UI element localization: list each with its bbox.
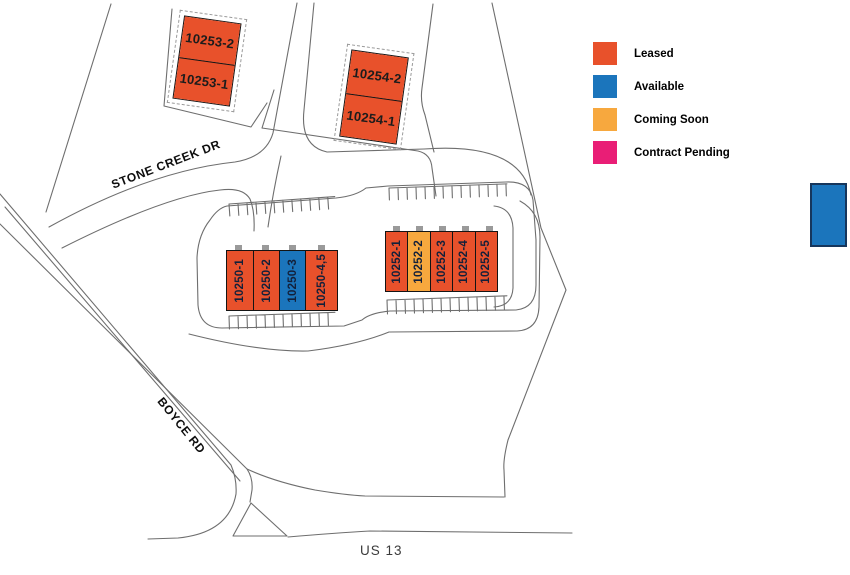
unit-10252-5[interactable]: 10252-5: [474, 232, 498, 291]
unit-10252-1[interactable]: 10252-1: [386, 232, 408, 291]
road-boyce-inner-line: [4, 206, 241, 482]
parking-stalls-ne: [388, 183, 508, 201]
legend-row-available: Available: [593, 75, 730, 98]
unit-10253-1[interactable]: 10253-1: [173, 56, 235, 106]
parking-stalls-sw: [228, 311, 336, 330]
plot-10254-outline: [261, 89, 437, 197]
legend-label-available: Available: [634, 80, 685, 93]
boundary-east: [491, 2, 567, 498]
parking-stalls-nw: [228, 196, 336, 217]
road-boyce-east-edge: [0, 223, 253, 503]
legend-label-contract-pending: Contract Pending: [634, 146, 730, 159]
unit-10250-4-5[interactable]: 10250-4,5: [305, 251, 337, 310]
unit-10252-4[interactable]: 10252-4: [452, 232, 475, 291]
legend-row-contract-pending: Contract Pending: [593, 141, 730, 164]
road-stonecreek-west-edge: [48, 2, 298, 228]
legend-swatch-leased: [593, 42, 617, 65]
legend: Leased Available Coming Soon Contract Pe…: [593, 42, 730, 174]
unit-10250-1[interactable]: 10250-1: [227, 251, 253, 310]
unit-10252-3[interactable]: 10252-3: [429, 232, 453, 291]
road-stonecreek-north-edge: [302, 2, 425, 153]
parking-loop: [196, 181, 537, 329]
unit-10250-3[interactable]: 10250-3: [279, 251, 305, 310]
road-boyce-west-edge: [0, 193, 237, 540]
perimeter-drive: [188, 200, 541, 352]
parking-loop-inner-east: [493, 205, 514, 308]
site-entrance-east-edge: [267, 155, 282, 228]
legend-row-coming-soon: Coming Soon: [593, 108, 730, 131]
building-10254: 10254-2 10254-1: [339, 49, 409, 145]
roof-stubs: [235, 226, 493, 250]
road-us13-upper-edge: [246, 468, 505, 498]
road-stonecreek-east-edge: [61, 188, 255, 249]
building-10250: 10250-1 10250-2 10250-3 10250-4,5: [226, 250, 338, 311]
legend-row-leased: Leased: [593, 42, 730, 65]
unit-10254-1[interactable]: 10254-1: [340, 92, 402, 144]
parking-stalls-se: [386, 295, 508, 315]
plot-10253-outline: [163, 8, 268, 128]
road-label-us-13: US 13: [360, 543, 403, 558]
legend-swatch-contract-pending: [593, 141, 617, 164]
legend-swatch-available: [593, 75, 617, 98]
intersection-island: [232, 502, 288, 537]
road-us13-lower-edge: [287, 530, 573, 538]
building-10253: 10253-2 10253-1: [172, 15, 242, 107]
boundary-northeast: [420, 3, 435, 153]
unit-10250-2[interactable]: 10250-2: [253, 251, 279, 310]
drive-northeast: [423, 147, 532, 196]
building-10252: 10252-1 10252-2 10252-3 10252-4 10252-5: [385, 231, 498, 292]
standalone-unit[interactable]: [810, 183, 847, 247]
boundary-west: [45, 3, 112, 213]
unit-10252-2[interactable]: 10252-2: [407, 232, 430, 291]
legend-swatch-coming-soon: [593, 108, 617, 131]
legend-label-leased: Leased: [634, 47, 674, 60]
legend-label-coming-soon: Coming Soon: [634, 113, 709, 126]
